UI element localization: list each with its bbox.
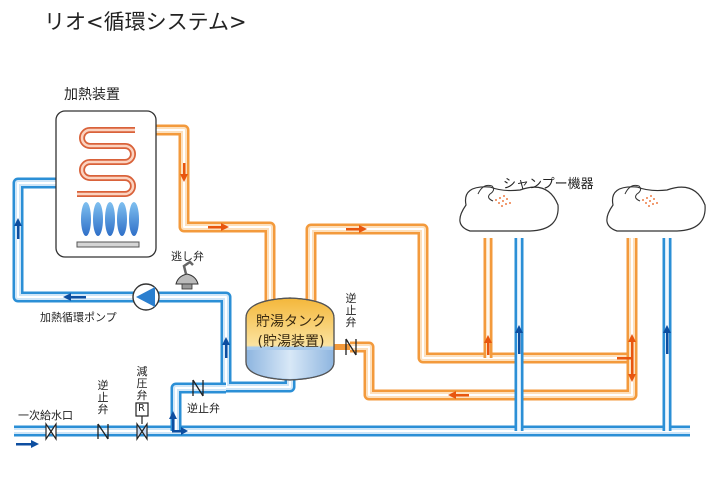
arrow-right [208, 223, 229, 231]
hot-pipe-supply [305, 223, 632, 364]
arrow-up [663, 325, 671, 354]
shampoo-unit-2 [606, 184, 706, 232]
check-valve-bottom-icon [192, 379, 204, 397]
cold-pipes [12, 177, 690, 437]
cold-pipe-heater-return [12, 177, 296, 393]
tank-label: 貯湯タンク (貯湯装置) [246, 311, 336, 351]
pump-label: 加熱循環ポンプ [40, 311, 117, 324]
storage-tank [245, 297, 335, 381]
arrow-up [484, 335, 492, 355]
heat-exchanger-coil [77, 127, 136, 197]
tank-label-line1: 貯湯タンク [256, 314, 326, 330]
check-valve-tank-label: 逆止弁 [345, 292, 357, 329]
arrow-right [346, 225, 367, 233]
gate-valve-inlet-icon [45, 422, 57, 441]
relief-valve-icon [175, 260, 199, 290]
check-valve-inlet-label: 逆止弁 [97, 379, 109, 416]
shampoo-label: シャンプー機器 [503, 177, 594, 192]
pressure-reducing-valve-icon [135, 402, 149, 441]
heater-label: 加熱装置 [64, 87, 120, 103]
pressure-reducing-mark: R [138, 403, 145, 414]
arrow-up [515, 325, 523, 354]
hot-pipes [135, 124, 638, 401]
arrow-up-down [617, 334, 636, 382]
hot-flow-arrows [180, 163, 636, 399]
burner-plate [76, 241, 140, 248]
tank-label-line2: (貯湯装置) [257, 334, 325, 350]
check-valve-bottom-label: 逆止弁 [187, 402, 220, 415]
relief-valve-label: 逃し弁 [171, 250, 204, 263]
arrow-right [16, 440, 39, 448]
arrow-down [180, 163, 188, 182]
cold-flow-arrows [14, 218, 671, 448]
check-valve-inlet-icon [97, 423, 109, 440]
shampoo-unit-1 [459, 184, 559, 232]
page-title: リオ<循環システム> [44, 10, 247, 34]
arrow-left [448, 391, 469, 399]
arrow-up [14, 218, 22, 239]
cold-pipe-inlet-branch [170, 382, 226, 431]
burner-flames [81, 202, 139, 236]
arrow-up-right [169, 411, 188, 435]
check-valve-tank-icon [345, 338, 357, 356]
arrow-left [63, 293, 86, 301]
hot-pipe-heater-to-tank [135, 124, 276, 305]
heater-unit [55, 110, 157, 258]
primary-inlet-label: 一次給水口 [18, 409, 73, 422]
circulation-pump-icon [132, 283, 160, 311]
arrow-up [222, 337, 230, 358]
pressure-reducing-valve-label: 減圧弁 [136, 365, 148, 402]
